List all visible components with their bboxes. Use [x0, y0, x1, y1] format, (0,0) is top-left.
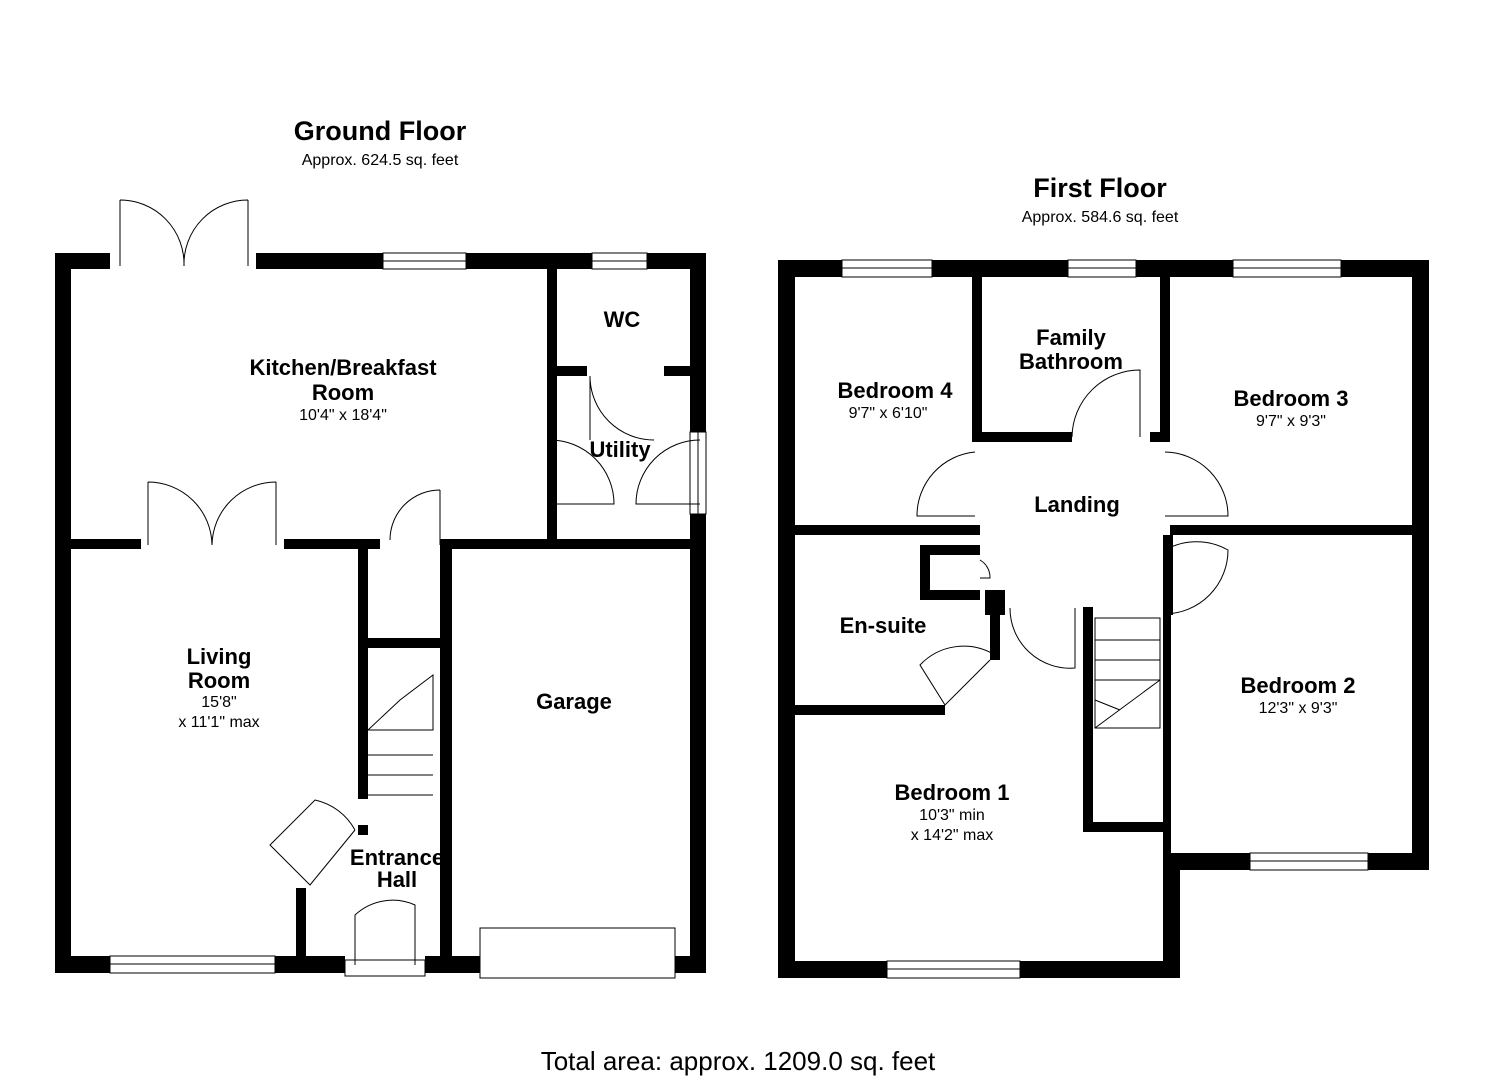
bedroom3-label: Bedroom 3 [1234, 386, 1349, 411]
bedroom1-dimensions-line2: x 14'2" max [911, 827, 994, 844]
bedroom3-dimensions: 9'7" x 9'3" [1256, 413, 1326, 430]
entrance-hall-label-line2: Hall [377, 867, 417, 892]
bedroom1-label: Bedroom 1 [895, 780, 1010, 805]
total-area: Total area: approx. 1209.0 sq. feet [541, 1046, 936, 1076]
entrance-hall-label-line1: Entrance [350, 845, 444, 870]
bedroom1-dimensions-line1: 10'3" min [919, 807, 985, 824]
first-floor-title: First Floor [1033, 173, 1167, 203]
bathroom-label-line2: Bathroom [1019, 349, 1123, 374]
bedroom2-dimensions: 12'3" x 9'3" [1259, 700, 1338, 717]
living-room-dimensions-line2: x 11'1" max [178, 714, 259, 731]
kitchen-label-line1: Kitchen/Breakfast [249, 355, 437, 380]
bathroom-label-line1: Family [1036, 325, 1106, 350]
living-room-label-line2: Room [188, 668, 250, 693]
wc-label: WC [604, 307, 641, 332]
utility-label: Utility [589, 437, 651, 462]
first-floor-area: Approx. 584.6 sq. feet [1022, 209, 1179, 226]
ground-floor-area: Approx. 624.5 sq. feet [302, 152, 459, 169]
living-room-dimensions-line1: 15'8" [201, 694, 236, 711]
living-room-label-line1: Living [187, 644, 252, 669]
garage-label: Garage [536, 689, 612, 714]
bedroom4-label: Bedroom 4 [838, 378, 954, 403]
landing-label: Landing [1034, 492, 1120, 517]
kitchen-label-line2: Room [312, 380, 374, 405]
ground-floor-plan [55, 199, 707, 979]
ground-floor-title: Ground Floor [294, 116, 467, 146]
bedroom4-dimensions: 9'7" x 6'10" [849, 405, 928, 422]
kitchen-dimensions: 10'4" x 18'4" [299, 407, 387, 424]
ensuite-label: En-suite [840, 613, 927, 638]
bedroom2-label: Bedroom 2 [1241, 673, 1356, 698]
first-floor-plan [778, 259, 1429, 979]
